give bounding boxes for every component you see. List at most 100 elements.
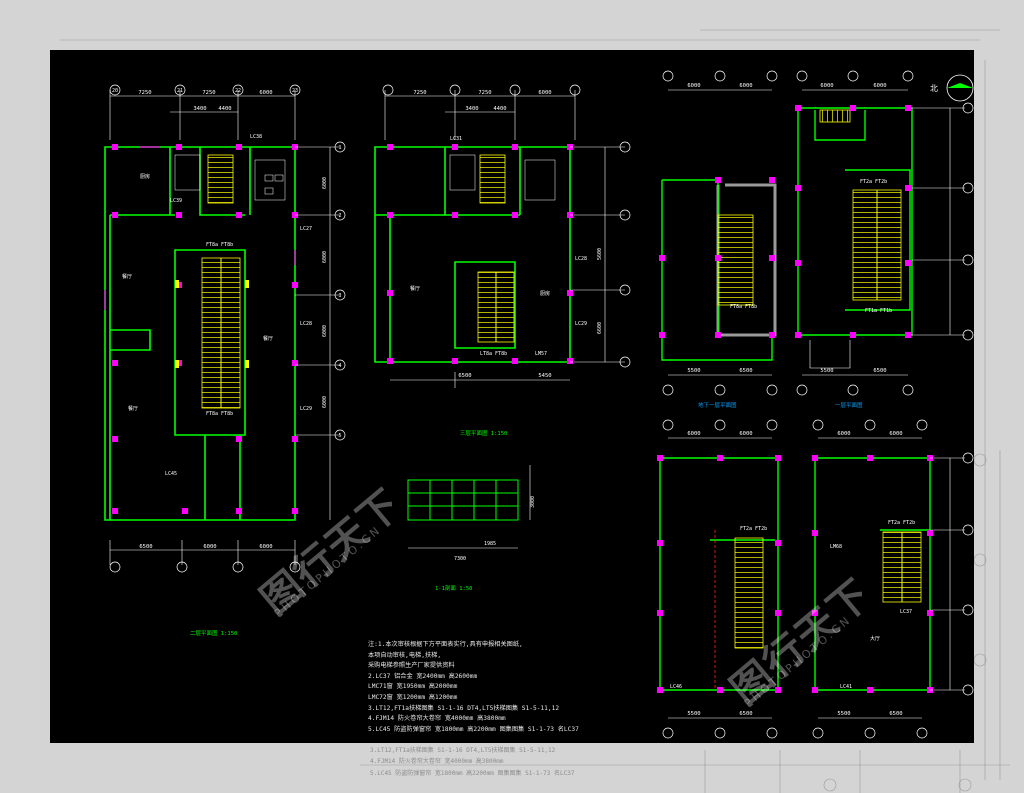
plan-mid: 7250 7250 6000 3400 4400 — [374, 84, 631, 592]
dim-top-r2-1: 6000 — [820, 83, 833, 89]
tag-ft2a-r4: FT2a FT2b — [888, 520, 915, 526]
dim-top-r1-1: 6000 — [687, 83, 700, 89]
tag-ft8a-mid: LT8a FT8b — [480, 351, 507, 357]
dim-side-left-3: 6000 — [322, 325, 328, 337]
tag-lc45: LC45 — [165, 471, 177, 477]
dim-bottom-r3-2: 6500 — [739, 711, 752, 717]
dim-top-mid-2: 7250 — [478, 90, 491, 96]
dim-bottom-r3-1: 5500 — [687, 711, 700, 717]
note-line: 3.LT12,FT1a扶梯图集 S1-1-16 DT4,LT5扶梯图集 S1-5… — [368, 704, 560, 712]
dim-bottom-r4-2: 6500 — [889, 711, 902, 717]
dim-top-mid-3: 6000 — [538, 90, 551, 96]
tag-ft2a-r3: FT2a FT2b — [740, 526, 767, 532]
axis-col-20: 20 — [112, 88, 118, 94]
dim-top-left-sub2: 4400 — [218, 106, 231, 112]
dim-side-mid-2: 6600 — [597, 322, 603, 334]
tag-lt8a: FT8a FT8b — [730, 304, 757, 310]
room-label-dining-mid: 餐厅 — [410, 285, 420, 292]
tag-ft2a: FT2a FT2b — [860, 179, 887, 185]
note-line: LMC72窗 宽1200mm 高1200mm — [368, 693, 458, 701]
room-label-kitchen-mid: 厨房 — [540, 290, 550, 297]
dim-side-left-2: 6000 — [322, 251, 328, 263]
room-label-hall: 大厅 — [870, 635, 880, 642]
dim-bottom-r1-2: 6500 — [739, 368, 752, 374]
dim-top-mid-sub1: 3400 — [465, 106, 478, 112]
plan-title-mid: 三层平面图 1:150 — [460, 429, 507, 437]
note-line: 采购电梯参照生产厂家提供资料 — [368, 662, 455, 670]
cad-canvas[interactable]: 7250 7250 6000 3400 4400 20 21 22 23 — [50, 50, 974, 743]
tag-lc38: LC38 — [250, 134, 262, 140]
dim-bottom-r2-2: 6500 — [873, 368, 886, 374]
axis-row-4: 4 — [338, 363, 341, 369]
note-line: LMC71窗 宽1950mm 高2000mm — [368, 683, 458, 691]
tag-lmc71: LM68 — [830, 544, 842, 550]
dim-top-mid-1: 7250 — [413, 90, 426, 96]
tag-lc29-mid: LC29 — [575, 321, 587, 327]
plan-r2: 6000 6000 FT2a FT2b FT1a FT1b — [795, 70, 974, 409]
note-line: 2.LC37 铝合金 宽2400mm 高2600mm — [368, 672, 478, 680]
tag-lc29: LC29 — [300, 406, 312, 412]
dim-mid-r1-2: 6000 — [739, 431, 752, 437]
tag-ft1a: FT1a FT1b — [865, 308, 892, 314]
dim-top-r1-2: 6000 — [739, 83, 752, 89]
tag-lc39: LC39 — [170, 198, 182, 204]
dim-mid-r2-1: 6000 — [837, 431, 850, 437]
plan-r3: 6000 6000 FT2a FT2b LC46 5500 — [657, 419, 781, 739]
tag-lc31: LC31 — [450, 136, 462, 142]
tag-ft8a-2: FT8a FT8b — [206, 411, 233, 417]
axis-row-2: 2 — [338, 213, 341, 219]
axis-row-5: 5 — [338, 433, 341, 439]
dim-top-left-sub1: 3400 — [193, 106, 206, 112]
plan-title-left: 二层平面图 1:150 — [190, 629, 237, 637]
dim-bottom-r4-1: 5500 — [837, 711, 850, 717]
dim-top-left-3: 6000 — [259, 90, 272, 96]
dim-side-mid-1: 5600 — [597, 248, 603, 260]
cad-drawing: 7250 7250 6000 3400 4400 20 21 22 23 — [104, 70, 974, 739]
dim-bottom-left-1: 6500 — [139, 544, 152, 550]
room-label-dining-3: 餐厅 — [263, 335, 273, 342]
plan-title-r2: 一层平面图 — [835, 401, 863, 409]
tag-lc28-mid: LC28 — [575, 256, 587, 262]
compass-label: 北 — [930, 84, 938, 93]
dim-bottom-left-2: 6000 — [203, 544, 216, 550]
dim-top-left-2: 7250 — [202, 90, 215, 96]
ghost-note-2: 4.FJM14 防火卷帘大卷帘 宽4000mm 高3800mm — [370, 757, 504, 765]
dim-bottom-r2-1: 5500 — [820, 368, 833, 374]
axis-col-21: 21 — [177, 88, 183, 94]
plan-left: 7250 7250 6000 3400 4400 20 21 22 23 — [104, 84, 346, 637]
axis-row-3: 3 — [338, 293, 341, 299]
note-line: 5.LC45 防盗防弹窗帘 宽1800mm 高2200mm 图集图集 S1-1-… — [368, 725, 579, 733]
room-label-dining-1: 餐厅 — [122, 273, 132, 280]
dim-top-mid-sub2: 4400 — [493, 106, 506, 112]
dim-mid-r1-1: 6000 — [687, 431, 700, 437]
ghost-note-3: 5.LC45 防盗防弹窗帘 宽1800mm 高2200mm 图集图集 S1-1-… — [370, 769, 575, 777]
axis-row-1: 1 — [338, 145, 341, 151]
dim-side-left-4: 6000 — [322, 396, 328, 408]
plan-r4: 6000 6000 FT2a FT2b LC37 LM68 LC41 大厅 — [812, 419, 974, 739]
axis-col-23: 23 — [292, 88, 298, 94]
tag-ft8a-1: FT8a FT8b — [206, 242, 233, 248]
note-line: 注:1.本次审核根据下方平面表实行,具有申报相关图纸, — [368, 641, 523, 648]
north-compass: 北 — [930, 74, 974, 102]
tag-lc37: LC37 — [900, 609, 912, 615]
axis-col-22: 22 — [235, 88, 241, 94]
dim-mid-r2-2: 6000 — [889, 431, 902, 437]
dim-top-r2-2: 6000 — [873, 83, 886, 89]
dim-bottom-mid-1: 6500 — [458, 373, 471, 379]
tag-lc46: LC46 — [670, 684, 682, 690]
note-line: 4.FJM14 防火卷帘大卷帘 宽4000mm 高3800mm — [368, 715, 506, 723]
tag-lc41: LC41 — [840, 684, 852, 690]
tag-lc27: LC27 — [300, 226, 312, 232]
tag-lc28: LC28 — [300, 321, 312, 327]
plan-title-stair: 1-1剖面 1:50 — [435, 584, 473, 592]
notes-block: 注:1.本次审核根据下方平面表实行,具有申报相关图纸, 本项自动审核,电梯,扶梯… — [368, 640, 628, 735]
dim-bottom-r1-1: 5500 — [687, 368, 700, 374]
dim-side-left-1: 6000 — [322, 177, 328, 189]
dim-top-left-1: 7250 — [138, 90, 151, 96]
plan-title-r1: 地下一层平面图 — [698, 401, 737, 409]
tag-lm57: LM57 — [535, 351, 547, 357]
stair-section: 3000 1985 7300 1-1剖面 1:50 — [407, 465, 536, 592]
dim-bottom-mid-2: 5450 — [538, 373, 551, 379]
stair-dim-1985: 1985 — [484, 541, 496, 547]
